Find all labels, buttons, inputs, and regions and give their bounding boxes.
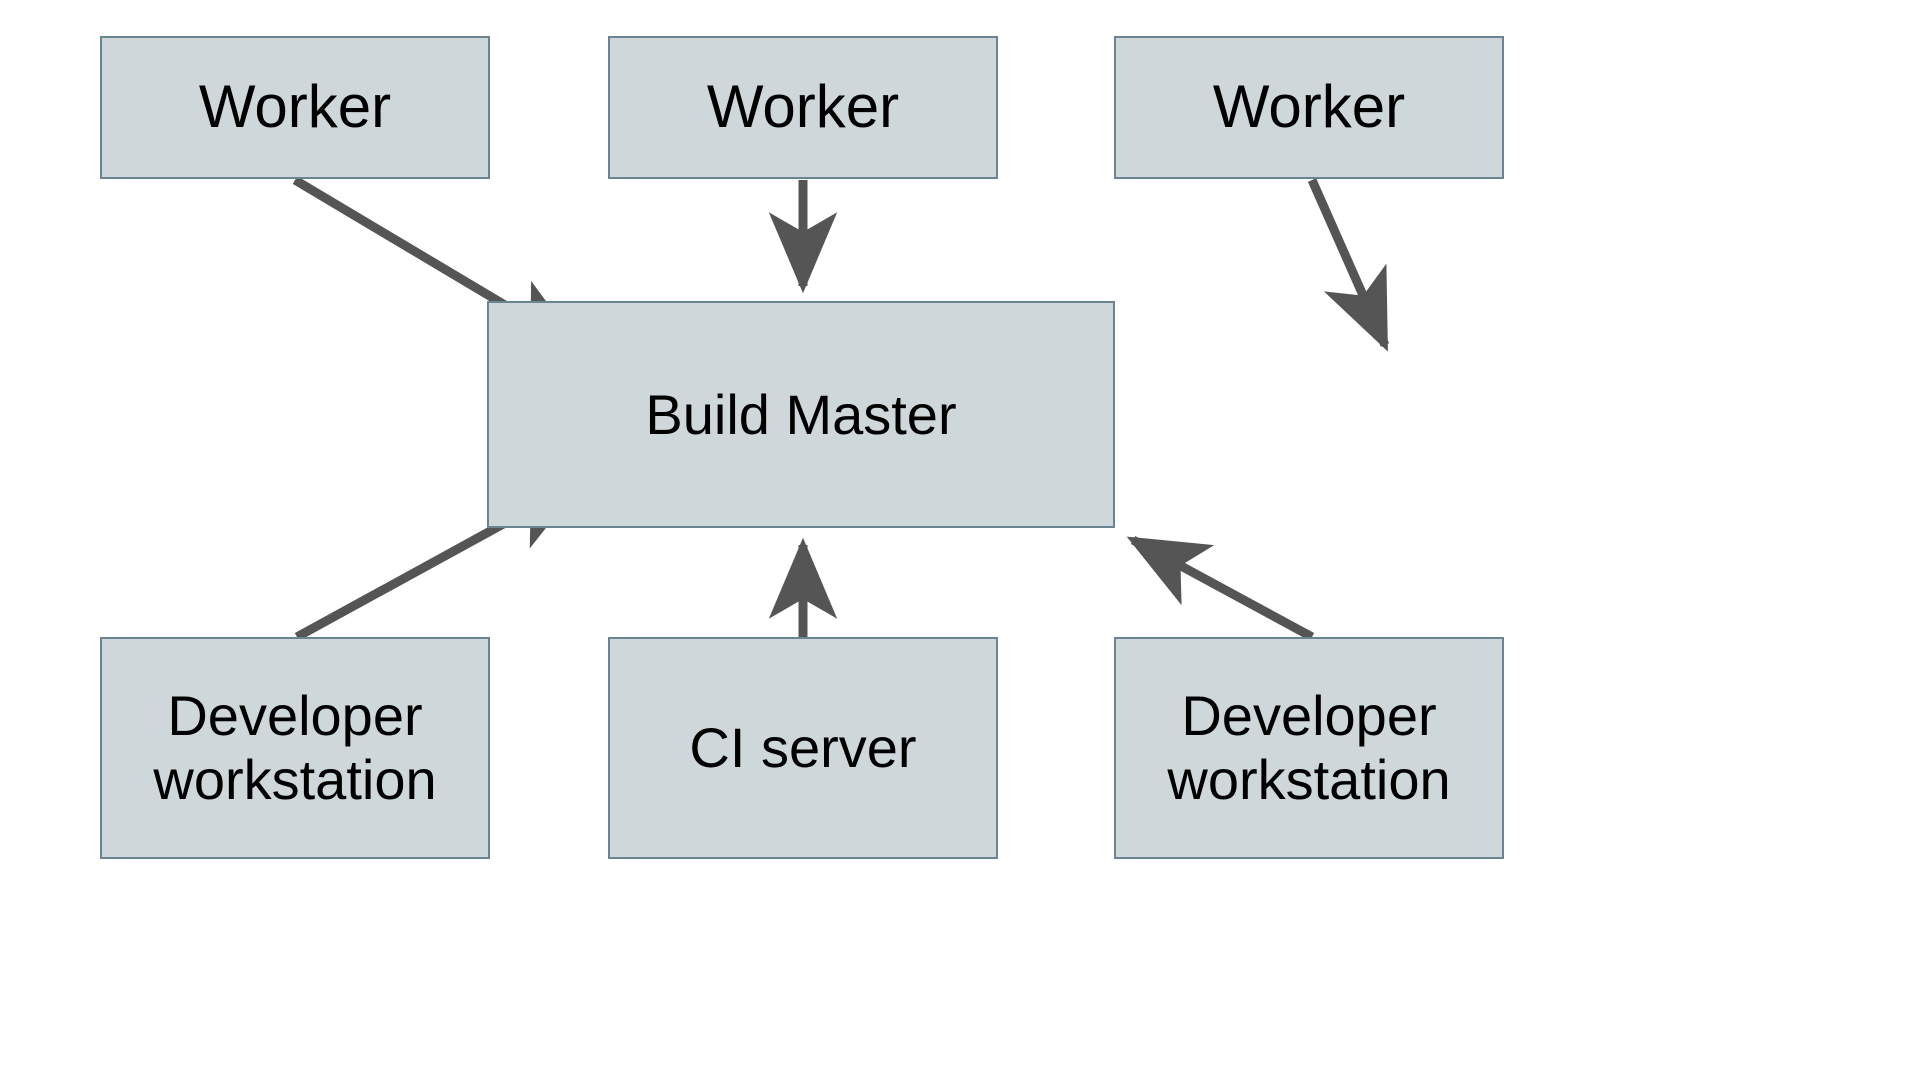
edge-dev-right-to-master — [1126, 536, 1315, 641]
node-build-master[interactable]: Build Master — [487, 301, 1115, 528]
node-label: CI server — [689, 716, 917, 780]
node-worker-left[interactable]: Worker — [100, 36, 490, 179]
edge-worker-right-to-master — [1307, 178, 1390, 352]
node-ci-server[interactable]: CI server — [608, 637, 998, 859]
node-developer-workstation-right[interactable]: Developer workstation — [1114, 637, 1504, 859]
node-worker-middle[interactable]: Worker — [608, 36, 998, 179]
node-worker-right[interactable]: Worker — [1114, 36, 1504, 179]
node-developer-workstation-left[interactable]: Developer workstation — [100, 637, 490, 859]
node-label: Developer workstation — [1167, 684, 1451, 811]
node-label: Worker — [706, 73, 900, 141]
node-label: Build Master — [645, 382, 957, 446]
node-label: Developer workstation — [153, 684, 437, 811]
node-label: Worker — [198, 73, 392, 141]
node-label: Worker — [1212, 73, 1406, 141]
